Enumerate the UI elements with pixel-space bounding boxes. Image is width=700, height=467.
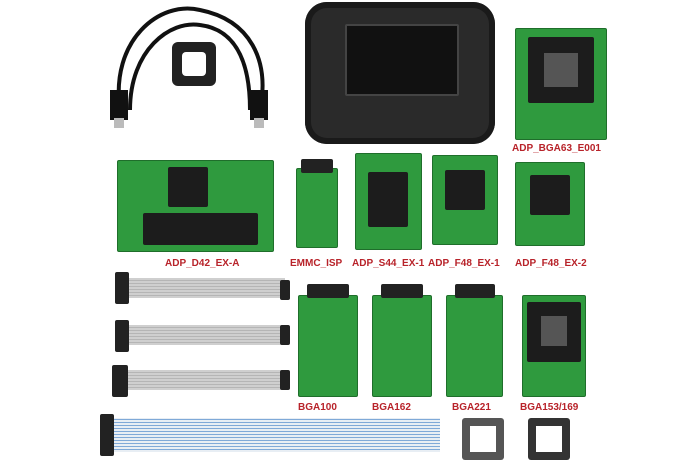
adp-f48-2-board — [515, 162, 585, 246]
bga100-board — [298, 284, 358, 397]
ribbon-cable — [125, 278, 285, 298]
socket-frame — [462, 418, 504, 460]
label-bga221: BGA221 — [452, 402, 491, 413]
socket-frame — [172, 42, 216, 86]
zif-socket — [345, 24, 459, 96]
label-bga153-169: BGA153/169 — [520, 402, 579, 413]
label-bga100: BGA100 — [298, 402, 337, 413]
label-adp-d42: ADP_D42_EX-A — [165, 258, 240, 269]
adp-f48-1-board — [432, 155, 498, 245]
ribbon-connector — [280, 325, 290, 345]
bga153-board — [522, 295, 586, 397]
programmer-device — [305, 2, 495, 144]
ribbon-cable — [125, 325, 285, 345]
ribbon-connector — [115, 320, 129, 352]
label-emmc-isp: EMMC_ISP — [290, 258, 343, 269]
ribbon-cable — [125, 370, 285, 390]
bga221-board — [446, 284, 503, 397]
ribbon-connector — [280, 280, 290, 300]
bga162-board — [372, 284, 432, 397]
label-adp-s44: ADP_S44_EX-1 — [352, 258, 425, 269]
label-adp-f48-2: ADP_F48_EX-2 — [515, 258, 587, 269]
usb-cable — [110, 6, 268, 128]
adp-s44-board — [355, 153, 422, 250]
ribbon-connector — [280, 370, 290, 390]
flat-cable-connector — [100, 414, 114, 456]
label-adp-f48-1: ADP_F48_EX-1 — [428, 258, 500, 269]
adp-bga63-board — [515, 28, 607, 140]
label-adp-bga63: ADP_BGA63_E001 — [512, 143, 601, 154]
flat-cable — [110, 418, 440, 452]
adp-d42-board — [117, 160, 274, 252]
emmc-isp-board — [296, 159, 338, 248]
label-bga162: BGA162 — [372, 402, 411, 413]
ribbon-connector — [112, 365, 128, 397]
ribbon-connector — [115, 272, 129, 304]
socket-frame — [528, 418, 570, 460]
